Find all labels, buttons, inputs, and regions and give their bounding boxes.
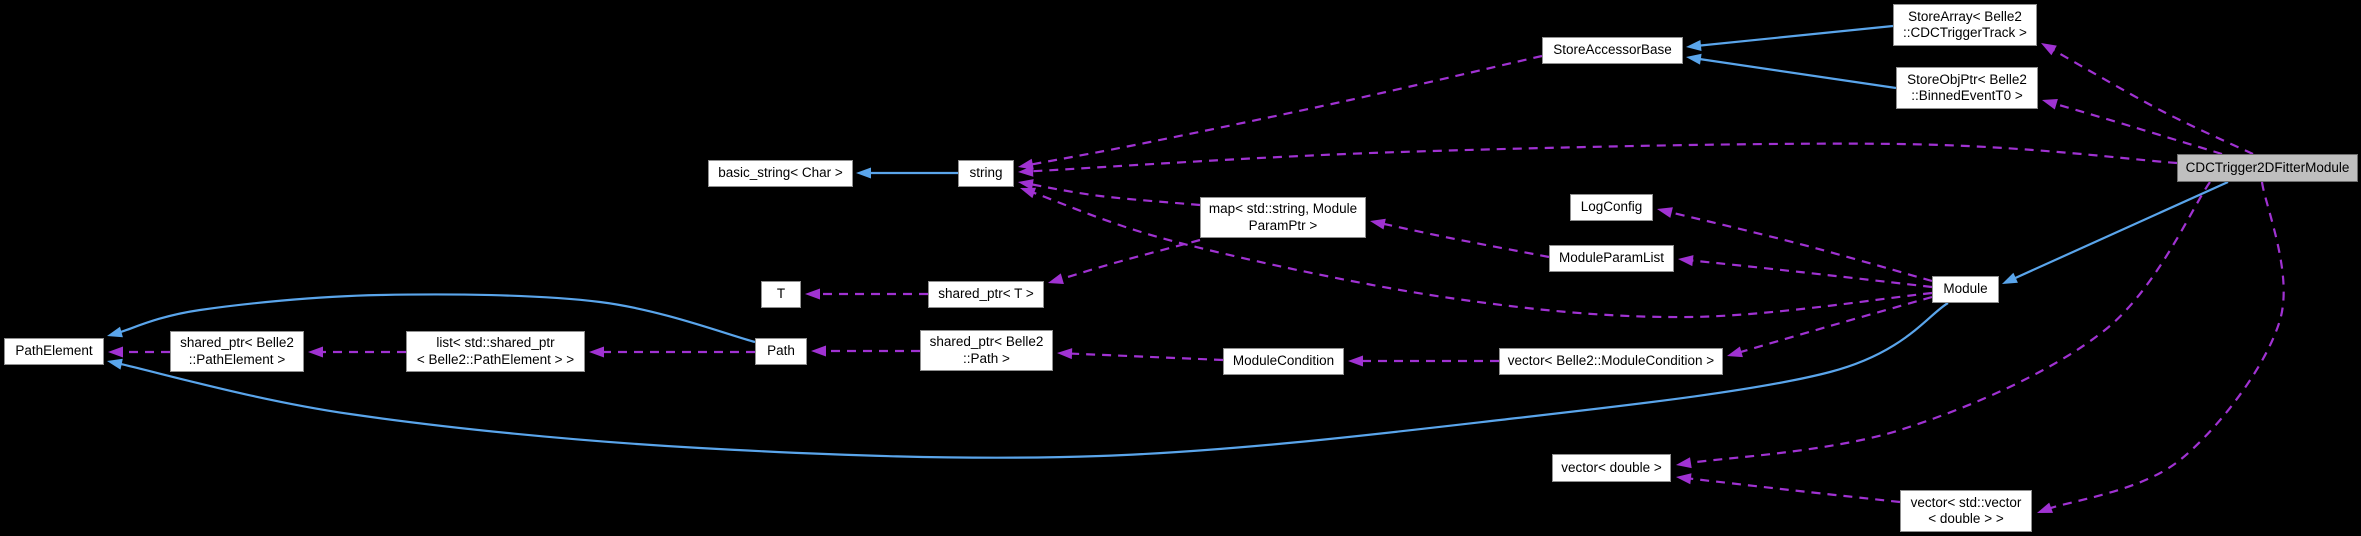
edge-module-param-list-to-map-string-moduleparamptr bbox=[1380, 222, 1550, 259]
arrowhead-shared-ptr-belle2-path-to-path bbox=[811, 345, 826, 357]
edge-store-obj-ptr-binnedeventt0-to-store-accessor-base bbox=[1696, 57, 1897, 90]
arrowhead-cdctrigger2dfittermodule-to-module bbox=[2002, 272, 2018, 284]
edge-cdctrigger2dfittermodule-to-module bbox=[2011, 180, 2229, 281]
node-store-array-cdctriggertrack[interactable]: StoreArray< Belle2 ::CDCTriggerTrack > bbox=[1893, 4, 2037, 46]
arrowhead-module-condition-to-shared-ptr-belle2-path bbox=[1057, 348, 1073, 360]
node-path-element[interactable]: PathElement bbox=[4, 338, 104, 365]
node-store-obj-ptr-binnedeventt0[interactable]: StoreObjPtr< Belle2 ::BinnedEventT0 > bbox=[1896, 67, 2038, 109]
arrowhead-string-to-basic-string-char bbox=[856, 167, 871, 179]
node-string[interactable]: string bbox=[958, 160, 1014, 187]
node-t[interactable]: T bbox=[761, 281, 801, 308]
arrowhead-list-shared-ptr-path-element-to-shared-ptr-path-element bbox=[308, 346, 323, 358]
edge-cdctrigger2dfittermodule-to-store-array-cdctriggertrack bbox=[2050, 47, 2254, 155]
arrowhead-cdctrigger2dfittermodule-to-store-obj-ptr-binnedeventt0 bbox=[2042, 99, 2058, 110]
arrowhead-cdctrigger2dfittermodule-to-vector-vector-double bbox=[2037, 502, 2053, 513]
arrowhead-store-array-cdctriggertrack-to-store-accessor-base bbox=[1686, 40, 1702, 51]
edge-cdctrigger2dfittermodule-to-vector-double bbox=[1686, 181, 2211, 465]
node-list-shared-ptr-path-element[interactable]: list< std::shared_ptr < Belle2::PathElem… bbox=[406, 331, 585, 372]
arrowhead-cdctrigger2dfittermodule-to-store-array-cdctriggertrack bbox=[2041, 43, 2057, 56]
arrowhead-vector-vector-double-to-vector-double bbox=[1676, 473, 1692, 485]
edge-map-string-moduleparamptr-to-string bbox=[1028, 182, 1201, 207]
edge-store-accessor-base-to-string bbox=[1028, 54, 1543, 167]
arrowhead-store-obj-ptr-binnedeventt0-to-store-accessor-base bbox=[1686, 53, 1702, 65]
edge-vector-vector-double-to-vector-double bbox=[1686, 477, 1901, 504]
node-map-string-moduleparamptr[interactable]: map< std::string, Module ParamPtr > bbox=[1200, 197, 1366, 238]
node-store-accessor-base[interactable]: StoreAccessorBase bbox=[1542, 37, 1683, 64]
arrowhead-module-to-string bbox=[1020, 187, 1036, 199]
arrowhead-cdctrigger2dfittermodule-to-string bbox=[1018, 165, 1034, 177]
arrowhead-store-accessor-base-to-string bbox=[1018, 158, 1034, 170]
node-module-condition[interactable]: ModuleCondition bbox=[1223, 348, 1344, 375]
edge-module-condition-to-shared-ptr-belle2-path bbox=[1067, 352, 1224, 362]
node-shared-ptr-path-element[interactable]: shared_ptr< Belle2 ::PathElement > bbox=[170, 331, 304, 372]
arrowhead-map-string-moduleparamptr-to-shared-ptr-t bbox=[1048, 273, 1064, 284]
edge-path-to-path-element bbox=[117, 293, 756, 344]
arrowhead-module-to-log-config bbox=[1657, 207, 1673, 218]
edge-module-to-module-param-list bbox=[1688, 259, 1933, 289]
node-path[interactable]: Path bbox=[755, 338, 807, 365]
arrowhead-map-string-moduleparamptr-to-string bbox=[1018, 179, 1034, 190]
node-log-config[interactable]: LogConfig bbox=[1570, 194, 1653, 221]
arrowhead-shared-ptr-t-to-t bbox=[805, 288, 820, 300]
edge-cdctrigger2dfittermodule-to-string bbox=[1028, 142, 2178, 173]
edge-module-to-path-element bbox=[117, 302, 1949, 459]
arrowhead-cdctrigger2dfittermodule-to-vector-double bbox=[1676, 457, 1692, 469]
arrowhead-module-to-module-param-list bbox=[1678, 255, 1694, 267]
node-module-param-list[interactable]: ModuleParamList bbox=[1549, 245, 1674, 272]
node-shared-ptr-t[interactable]: shared_ptr< T > bbox=[928, 281, 1044, 308]
arrowhead-module-param-list-to-map-string-moduleparamptr bbox=[1370, 218, 1386, 230]
node-vector-module-condition[interactable]: vector< Belle2::ModuleCondition > bbox=[1499, 348, 1723, 375]
arrowhead-shared-ptr-path-element-to-path-element bbox=[108, 346, 123, 358]
node-vector-vector-double[interactable]: vector< std::vector < double > > bbox=[1900, 490, 2032, 532]
node-vector-double[interactable]: vector< double > bbox=[1552, 454, 1671, 482]
arrowhead-vector-module-condition-to-module-condition bbox=[1348, 355, 1363, 367]
node-cdctrigger2dfittermodule[interactable]: CDCTrigger2DFitterModule bbox=[2177, 154, 2358, 182]
arrowhead-module-to-path-element bbox=[107, 358, 123, 370]
node-basic-string-char[interactable]: basic_string< Char > bbox=[708, 160, 853, 187]
arrowhead-path-to-path-element bbox=[107, 326, 123, 338]
node-shared-ptr-belle2-path[interactable]: shared_ptr< Belle2 ::Path > bbox=[920, 330, 1053, 371]
edge-cdctrigger2dfittermodule-to-vector-vector-double bbox=[2046, 181, 2285, 511]
arrowhead-path-to-list-shared-ptr-path-element bbox=[589, 346, 604, 358]
edge-module-to-log-config bbox=[1667, 210, 1933, 283]
node-module[interactable]: Module bbox=[1932, 276, 1999, 303]
edge-cdctrigger2dfittermodule-to-store-obj-ptr-binnedeventt0 bbox=[2052, 102, 2223, 156]
edge-module-to-vector-module-condition bbox=[1737, 295, 1933, 354]
edge-module-to-string bbox=[1030, 190, 1933, 319]
edge-store-array-cdctriggertrack-to-store-accessor-base bbox=[1696, 24, 1894, 47]
arrowhead-module-to-vector-module-condition bbox=[1727, 346, 1743, 358]
edge-map-string-moduleparamptr-to-shared-ptr-t bbox=[1058, 238, 1201, 281]
